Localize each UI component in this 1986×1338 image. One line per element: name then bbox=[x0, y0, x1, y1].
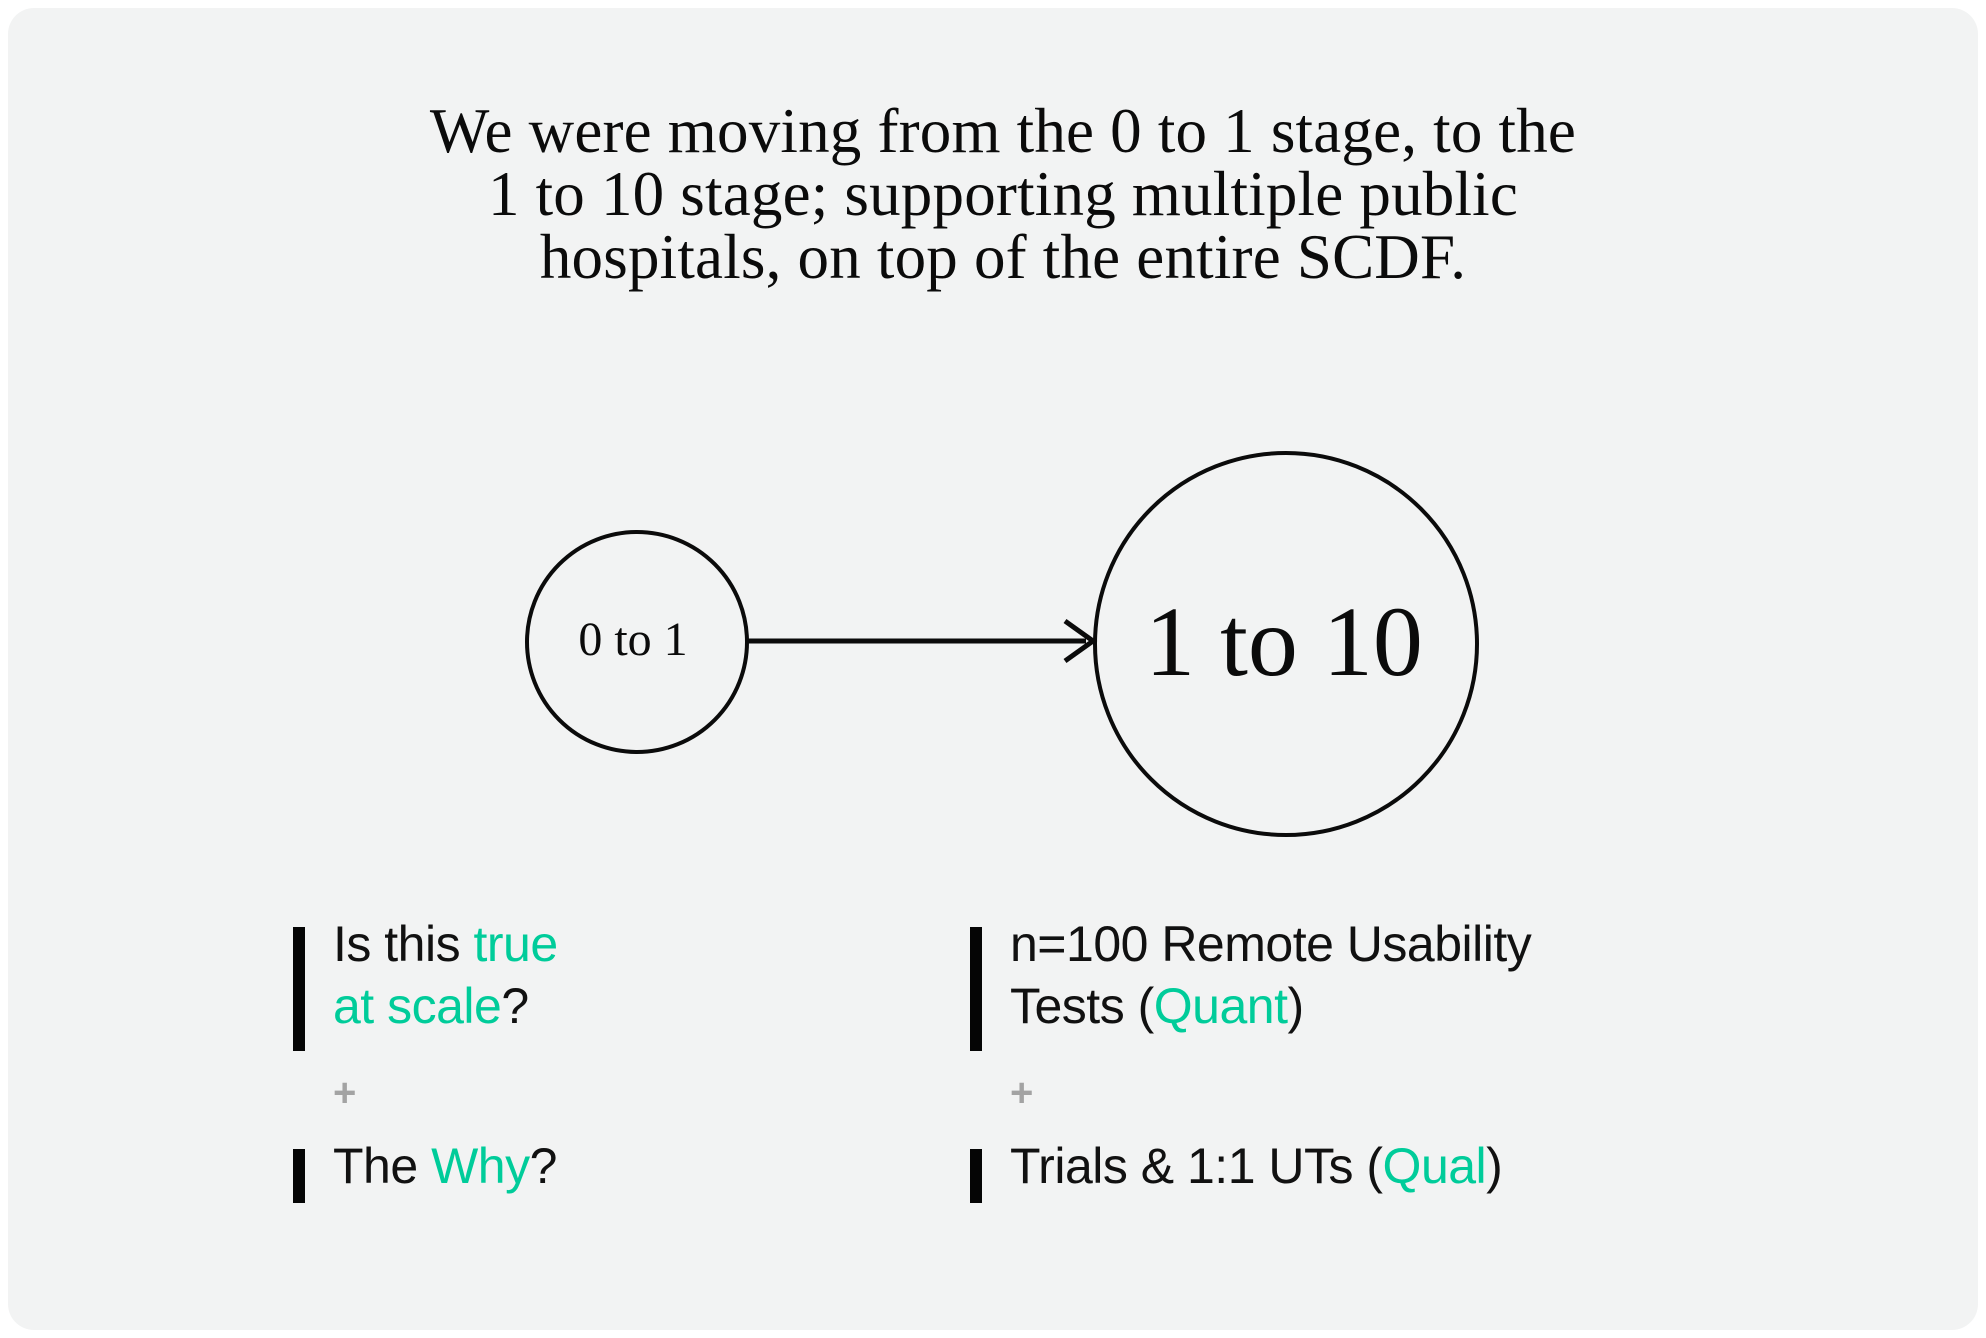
claim-segment-accent: Quant bbox=[1153, 978, 1288, 1034]
page-title: We were moving from the 0 to 1 stage, to… bbox=[258, 100, 1748, 289]
headline-line-3: hospitals, on top of the entire SCDF. bbox=[539, 222, 1467, 292]
plus-separator: + bbox=[1010, 1071, 1034, 1115]
claim-segment: Is this bbox=[333, 916, 474, 972]
accent-bar bbox=[293, 927, 305, 1051]
slide-card: We were moving from the 0 to 1 stage, to… bbox=[8, 8, 1978, 1330]
claim-text: Trials & 1:1 UTs (Qual) bbox=[1010, 1135, 1503, 1197]
list-item: Is this true at scale? bbox=[293, 913, 853, 1051]
claim-segment-accent: at scale bbox=[333, 978, 502, 1034]
accent-bar bbox=[970, 1149, 982, 1203]
claim-segment: ? bbox=[501, 978, 529, 1034]
claim-text: The Why? bbox=[333, 1135, 557, 1197]
claim-segment: The bbox=[333, 1138, 432, 1194]
headline-line-1: We were moving from the 0 to 1 stage, to… bbox=[429, 96, 1577, 166]
accent-bar bbox=[970, 927, 982, 1051]
claim-segment-accent: Why bbox=[431, 1138, 530, 1194]
claim-segment: ) bbox=[1486, 1138, 1503, 1194]
claim-segment: n=100 Remote Usability bbox=[1010, 916, 1532, 972]
claim-text: Is this true at scale? bbox=[333, 913, 558, 1037]
left-question-column: Is this true at scale? + The Why? bbox=[293, 913, 853, 1203]
claim-segment: ? bbox=[529, 1138, 558, 1194]
claim-segment: Trials & 1:1 UTs ( bbox=[1010, 1138, 1383, 1194]
claim-segment: ) bbox=[1287, 978, 1304, 1034]
claim-segment-accent: Qual bbox=[1382, 1138, 1487, 1194]
list-item: Trials & 1:1 UTs (Qual) bbox=[970, 1135, 1730, 1203]
node-label-to: 1 to 10 bbox=[1145, 586, 1423, 697]
accent-bar bbox=[293, 1149, 305, 1203]
plus-separator: + bbox=[333, 1071, 357, 1115]
node-label-from: 0 to 1 bbox=[578, 613, 688, 666]
claim-segment-accent: true bbox=[473, 916, 558, 972]
headline-line-2: 1 to 10 stage; supporting multiple publi… bbox=[487, 159, 1519, 229]
claim-segment: Tests ( bbox=[1010, 978, 1154, 1034]
list-item: The Why? bbox=[293, 1135, 853, 1203]
